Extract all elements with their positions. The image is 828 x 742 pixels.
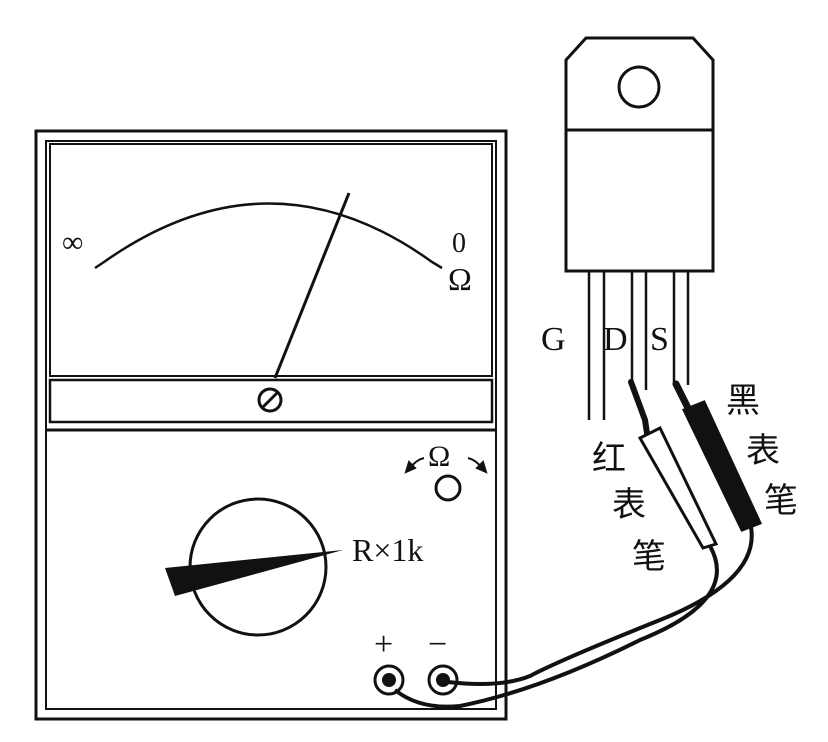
- range-selector-pointer: [165, 550, 343, 596]
- range-selector[interactable]: [165, 497, 343, 637]
- scale-infinity-label: ∞: [62, 226, 83, 259]
- meter-inner-frame: [45, 140, 497, 710]
- scale-zero-label: 0: [452, 228, 466, 259]
- ohm-adjust-knob[interactable]: [434, 474, 462, 502]
- red-probe-label: 红 表 笔: [592, 439, 666, 577]
- zero-adjust-strip: [48, 378, 494, 424]
- pin-d-label: D: [603, 321, 628, 358]
- mechanical-zero-screw[interactable]: [257, 387, 283, 413]
- multimeter: [34, 129, 508, 721]
- pin-g-label: G: [541, 321, 566, 358]
- red-probe[interactable]: [628, 379, 719, 550]
- red-probe-char-3: 笔: [632, 537, 666, 577]
- red-probe-char-2: 表: [612, 485, 646, 525]
- transistor: [564, 36, 715, 420]
- transistor-body: [564, 128, 715, 273]
- range-label: R×1k: [352, 532, 423, 568]
- black-probe-char-3: 笔: [764, 481, 798, 521]
- ohm-adjust-arrow-left-icon: [404, 457, 425, 474]
- meter-needle: [273, 192, 351, 379]
- ohm-adjust-label: Ω: [428, 440, 450, 473]
- plus-terminal-label: +: [374, 626, 393, 663]
- minus-terminal-label: −: [428, 626, 447, 663]
- minus-terminal-jack[interactable]: [427, 664, 459, 696]
- plus-terminal-jack[interactable]: [373, 664, 405, 696]
- ohm-adjust[interactable]: Ω: [404, 440, 488, 502]
- transistor-mounting-hole: [617, 65, 661, 109]
- pin-s-label: S: [650, 321, 669, 358]
- black-probe-label: 黑 表 笔: [726, 381, 798, 521]
- dial-window: [49, 143, 493, 377]
- black-probe-lead: [447, 526, 754, 686]
- ohm-adjust-arrow-right-icon: [467, 457, 488, 474]
- black-probe-char-1: 黑: [726, 381, 760, 421]
- black-probe[interactable]: [672, 380, 763, 532]
- black-probe-char-2: 表: [746, 431, 780, 471]
- transistor-legs: [587, 271, 690, 420]
- scale-ohm-unit-label: Ω: [448, 261, 472, 297]
- red-probe-char-1: 红: [592, 439, 626, 479]
- ohm-scale-arc: [94, 202, 443, 270]
- meter-outer-frame: [34, 129, 508, 721]
